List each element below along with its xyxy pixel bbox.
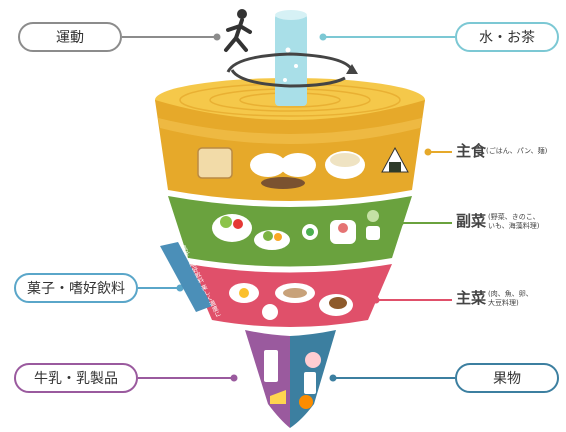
apple-icon: [305, 352, 321, 368]
bread-icon: [197, 147, 233, 179]
salad-bowl-icon: [212, 214, 252, 242]
sweets-ribbon: [160, 242, 212, 312]
juice-icon: [304, 372, 316, 394]
water-tea-label: 水・お茶: [455, 22, 559, 52]
cup-icon: [262, 304, 278, 320]
exercise-label: 運動: [18, 22, 122, 52]
rice-bowl-icon: [250, 153, 286, 177]
rotation-arrow-icon: [226, 52, 354, 73]
main-label: 主菜 (肉、魚、卵、 大豆料理): [456, 289, 533, 308]
milk-glass-icon: [264, 350, 278, 382]
runner-icon: [224, 9, 252, 52]
fruit-label: 果物: [455, 363, 559, 393]
side-label: 副菜 (野菜、きのこ、 いも、海藻料理): [456, 212, 540, 231]
cheese-icon: [270, 390, 286, 404]
staple-label: 主食(ごはん、パン、麺): [456, 142, 548, 160]
orange-icon: [299, 395, 313, 409]
water-glass-icon: [275, 14, 307, 106]
sweets-label: 菓子・嗜好飲料: [14, 273, 138, 303]
side-band: [168, 196, 412, 267]
dairy-label: 牛乳・乳製品: [14, 363, 138, 393]
